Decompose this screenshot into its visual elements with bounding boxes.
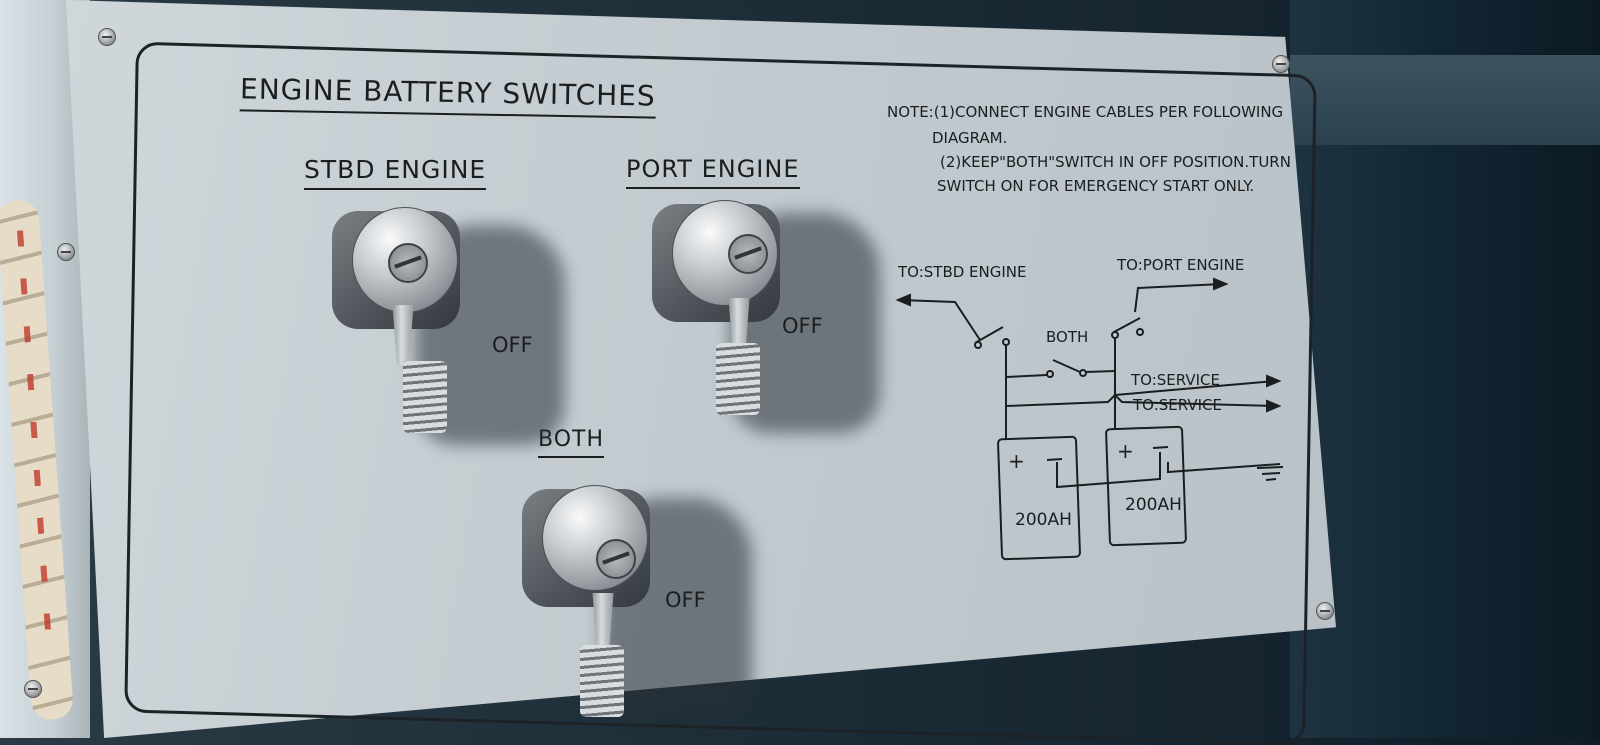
screw-icon <box>728 234 768 274</box>
switch-thread <box>403 361 447 433</box>
note-line: SWITCH ON FOR EMERGENCY START ONLY. <box>937 177 1255 195</box>
stbd-off-label: OFF <box>492 333 533 357</box>
diagram-contact <box>1136 328 1144 336</box>
screw-icon <box>57 243 75 261</box>
diagram-wire-port <box>1134 283 1223 313</box>
diagram-service-2 <box>1005 393 1276 407</box>
note-line: (2)KEEP"BOTH"SWITCH IN OFF POSITION.TURN <box>940 153 1291 171</box>
switch-thread <box>580 645 624 717</box>
diagram-label-service: TO:SERVICE <box>1133 396 1222 414</box>
diagram-wire <box>1005 374 1048 378</box>
switch-lever[interactable] <box>392 305 414 365</box>
battery-capacity-label: 200AH <box>1015 510 1072 530</box>
note-line: DIAGRAM. <box>932 129 1008 147</box>
diagram-switch-stbd <box>974 326 1004 344</box>
diagram-label-service: TO:SERVICE <box>1131 371 1220 389</box>
diagram-contact <box>1046 370 1054 378</box>
diagram-switch-port <box>1113 317 1141 333</box>
diagram-contact <box>1079 369 1087 377</box>
diagram-service-1 <box>1114 380 1276 396</box>
ground-icon <box>1256 466 1284 469</box>
diagram-contact <box>1111 331 1119 339</box>
arrow-right-icon <box>1266 374 1282 388</box>
screw-icon <box>1316 602 1334 620</box>
battery-capacity-label: 200AH <box>1125 495 1182 515</box>
diagram-contact <box>1002 338 1010 346</box>
screw-icon <box>596 539 636 579</box>
diagram-contact <box>974 341 982 349</box>
arrow-right-icon <box>1266 399 1282 413</box>
diagram-wire <box>1085 370 1116 373</box>
diagram-switch-both <box>1052 359 1081 373</box>
both-off-label: OFF <box>665 588 706 612</box>
svg-text:+: + <box>1008 449 1025 473</box>
arrow-left-icon <box>895 293 911 307</box>
diagram-wire-stbd <box>899 299 981 341</box>
screw-icon <box>24 680 42 698</box>
switch-knob[interactable] <box>542 485 648 591</box>
battery-2 <box>1105 425 1187 547</box>
screw-icon <box>388 243 428 283</box>
port-off-label: OFF <box>782 314 823 338</box>
battery-1 <box>997 435 1081 561</box>
diagram-negative-wire <box>1056 452 1161 489</box>
diagram-ground-wire <box>1167 462 1281 474</box>
screw-icon <box>98 28 116 46</box>
arrow-right-icon <box>1213 277 1229 291</box>
switch-thread <box>716 343 760 415</box>
switch-lever[interactable] <box>592 593 614 653</box>
diagram-label-port: TO:PORT ENGINE <box>1117 256 1245 274</box>
note-line: NOTE:(1)CONNECT ENGINE CABLES PER FOLLOW… <box>887 103 1284 121</box>
diagram-label-both: BOTH <box>1046 328 1089 346</box>
diagram-label-stbd: TO:STBD ENGINE <box>898 263 1027 281</box>
svg-text:+: + <box>1117 439 1134 463</box>
screw-icon <box>1272 55 1290 73</box>
stbd-engine-label: STBD ENGINE <box>304 155 487 190</box>
background-bracket <box>1290 55 1600 145</box>
port-engine-label: PORT ENGINE <box>626 155 800 189</box>
